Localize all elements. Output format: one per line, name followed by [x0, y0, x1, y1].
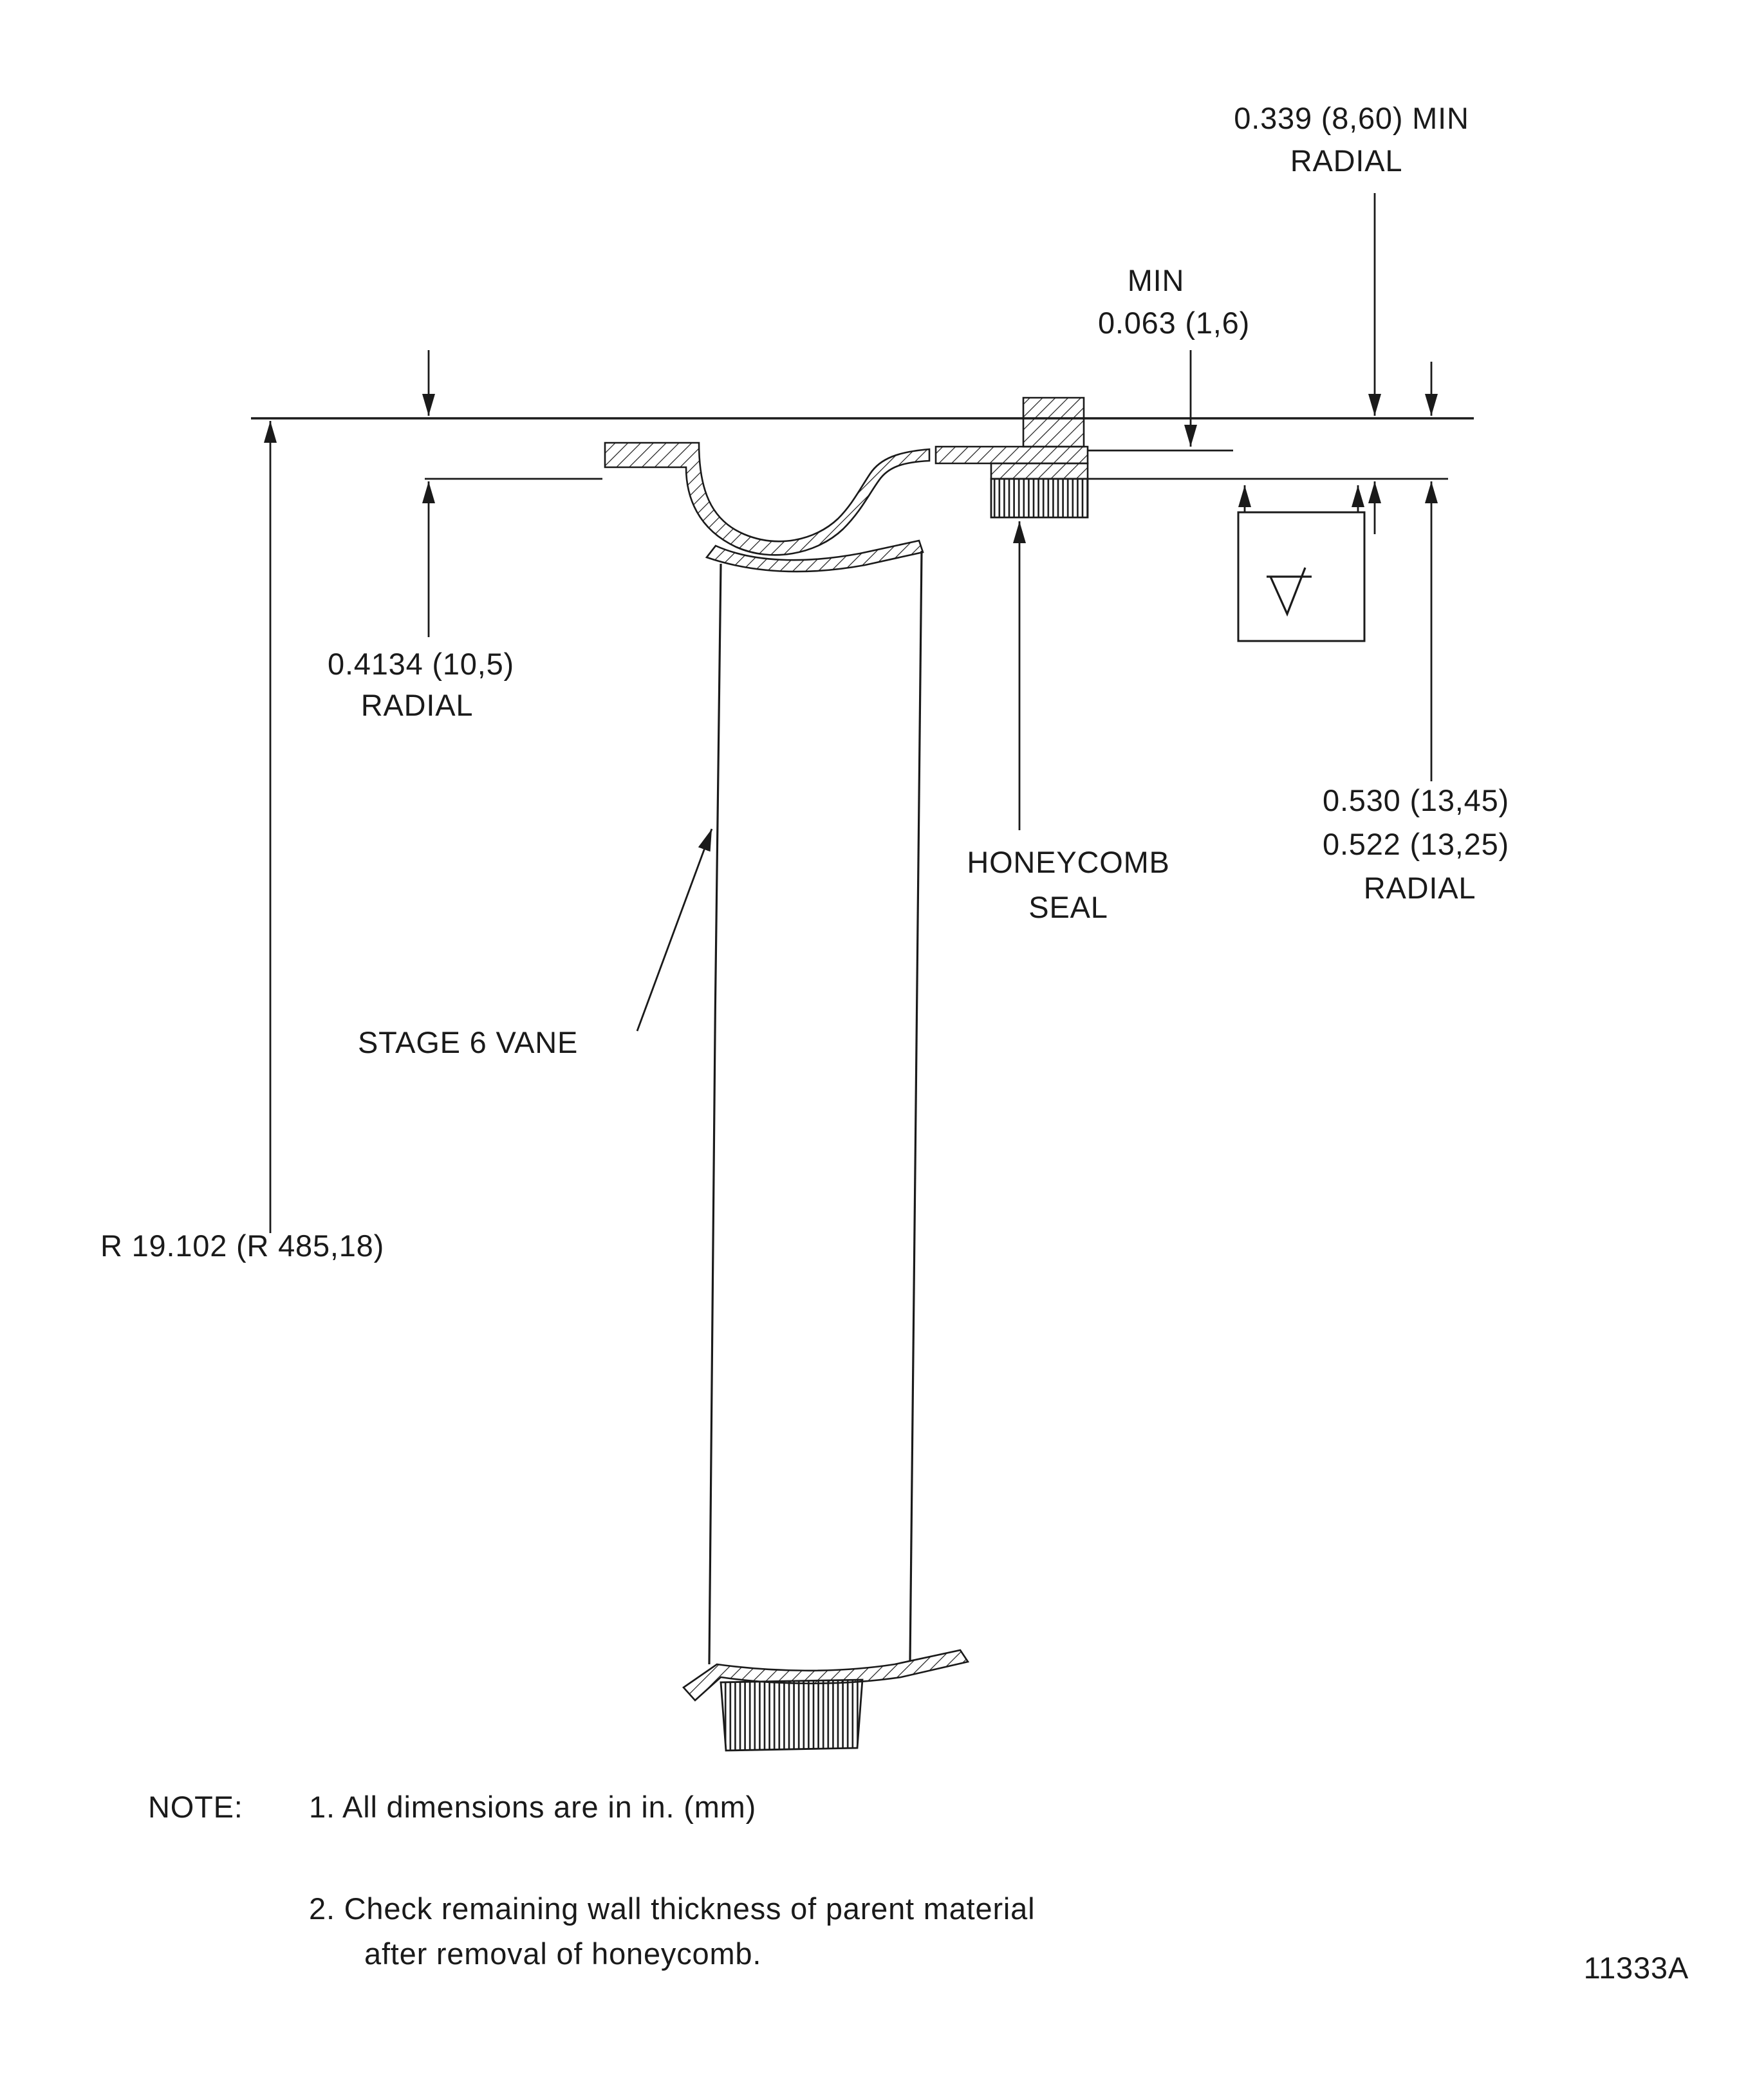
vane-airfoil-left-edge	[708, 563, 722, 1665]
honeycomb-label-line1: HONEYCOMB	[967, 845, 1169, 879]
dimension-lines	[264, 193, 1438, 1233]
dim-04134-label-line1: 0.4134 (10,5)	[328, 647, 514, 681]
seal-carrier-land	[934, 445, 1089, 465]
dim-0530-label-line2: 0.522 (13,25)	[1323, 827, 1509, 861]
platform-inner-wall	[705, 539, 924, 573]
dim-0339-label-line2: RADIAL	[1290, 144, 1403, 178]
seal-carrier-tab	[1022, 396, 1085, 448]
honeycomb-label-line2: SEAL	[1028, 890, 1108, 924]
vane-outer-platform	[604, 441, 931, 556]
vane-cross-section	[251, 396, 1474, 1752]
dim-0339-label-line1: 0.339 (8,60) MIN	[1234, 101, 1469, 135]
honeycomb-backing	[990, 462, 1089, 480]
figure-number: 11333A	[1584, 1951, 1689, 1985]
dim-0530-label-line1: 0.530 (13,45)	[1323, 783, 1509, 817]
dim-min-label: MIN	[1128, 263, 1185, 297]
dim-0063-label: 0.063 (1,6)	[1098, 306, 1250, 340]
notes-block: NOTE: 1. All dimensions are in in. (mm) …	[148, 1790, 1035, 1971]
dim-04134-label-line2: RADIAL	[361, 688, 474, 722]
vane-airfoil-right-edge	[909, 550, 923, 1662]
surface-finish-icon	[1267, 567, 1312, 617]
note-2-line1: 2. Check remaining wall thickness of par…	[309, 1891, 1035, 1926]
note-heading: NOTE:	[148, 1790, 243, 1824]
annotations: 0.339 (8,60) MIN RADIAL MIN 0.063 (1,6) …	[100, 101, 1509, 1263]
dim-0530-label-line3: RADIAL	[1364, 871, 1476, 905]
honeycomb-seal-block	[990, 478, 1089, 519]
surface-finish-box	[1237, 511, 1366, 642]
stage6-leader	[636, 828, 713, 1032]
radius-label: R 19.102 (R 485,18)	[100, 1229, 384, 1263]
inner-honeycomb-block	[720, 1678, 864, 1752]
note-2-line2: after removal of honeycomb.	[364, 1937, 761, 1971]
stage6-vane-label: STAGE 6 VANE	[358, 1025, 578, 1059]
note-1: 1. All dimensions are in in. (mm)	[309, 1790, 756, 1824]
